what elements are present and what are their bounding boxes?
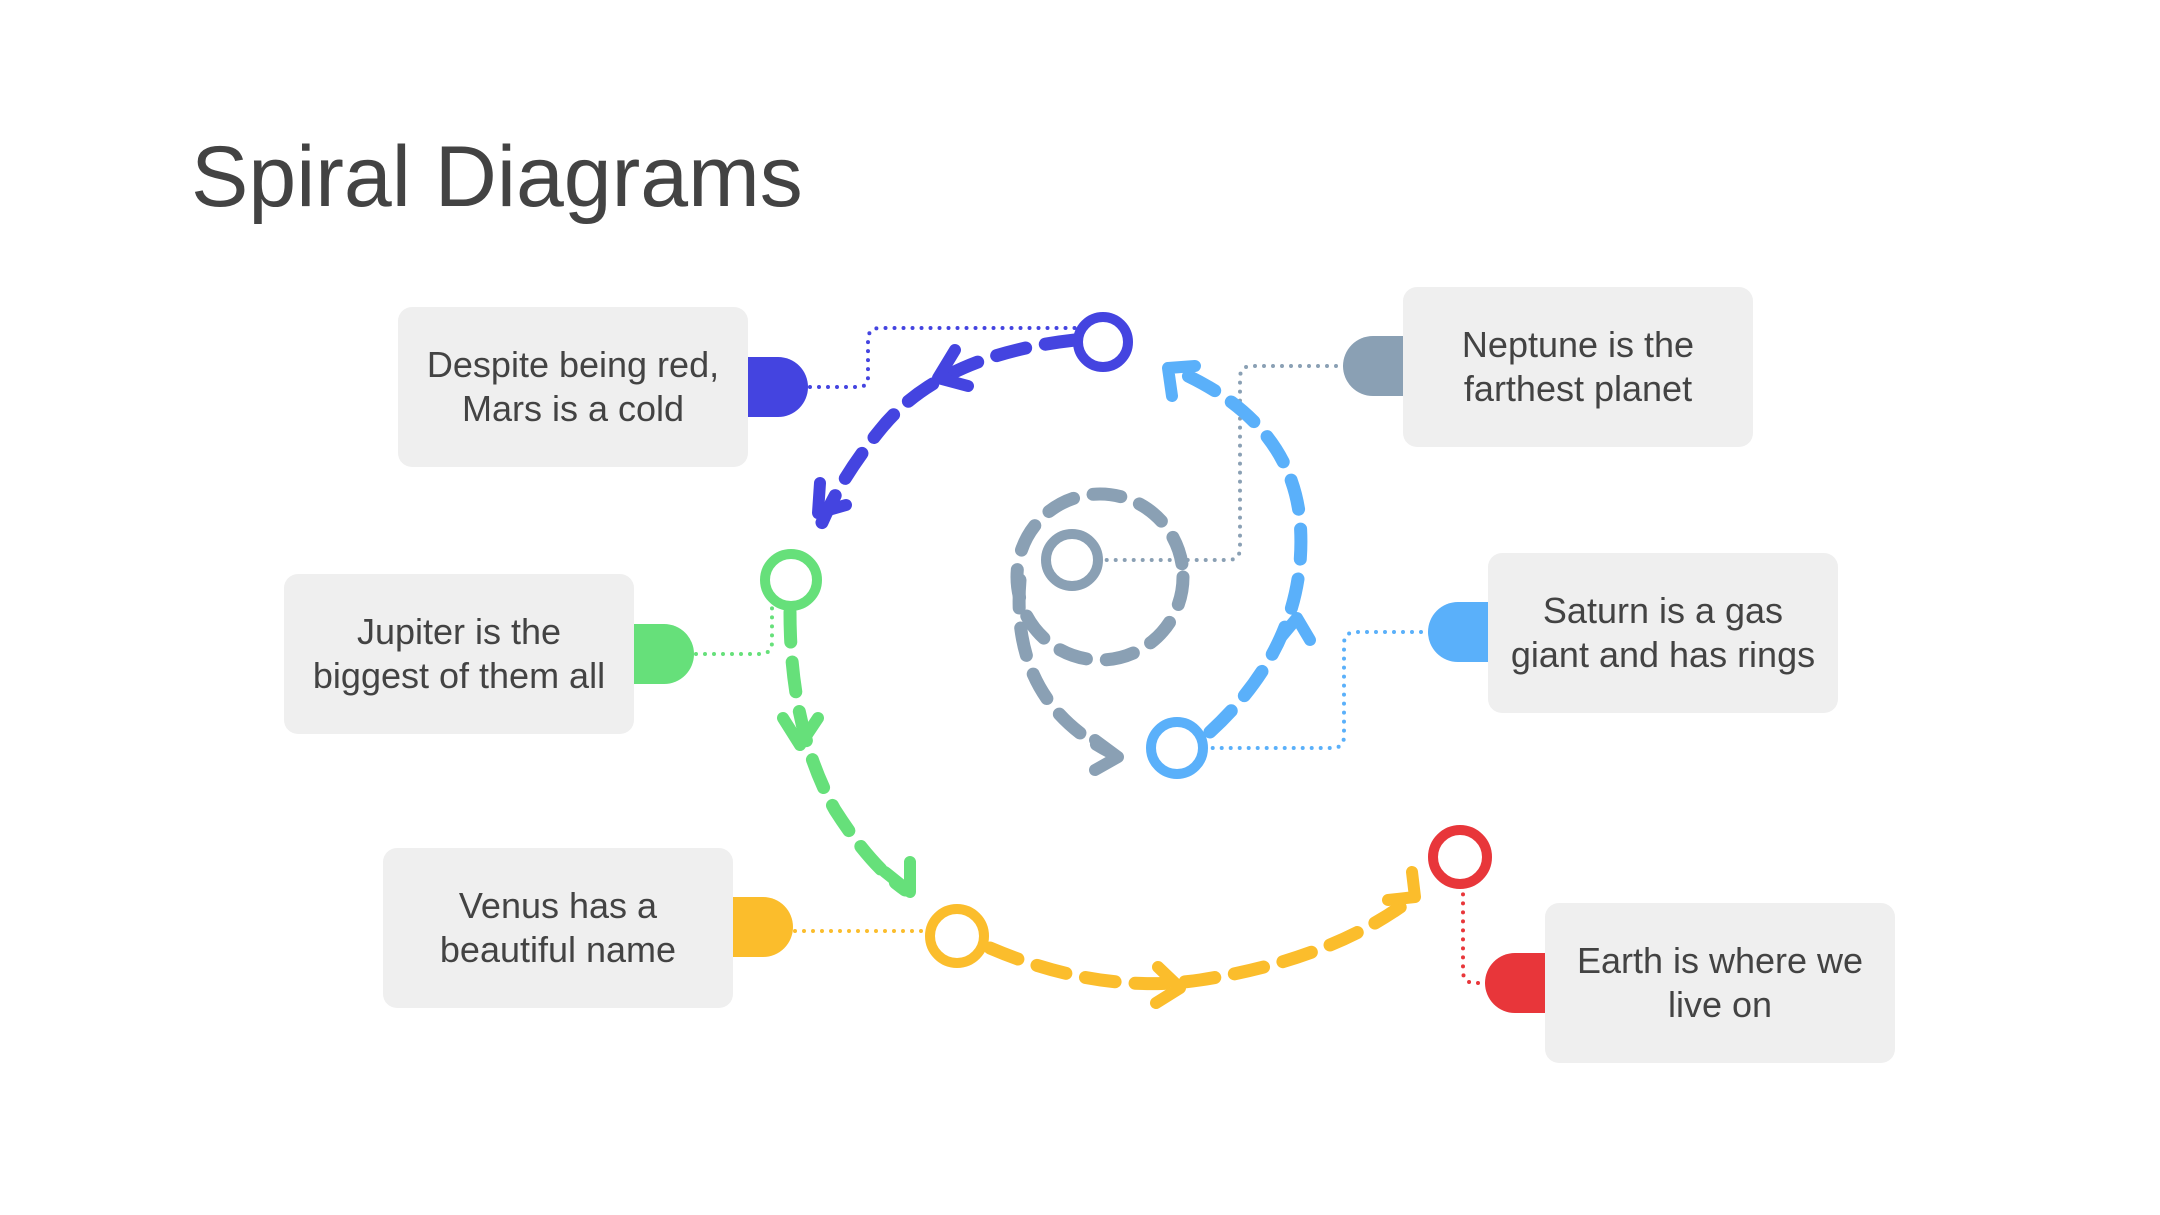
saturn-leader: [1203, 630, 1432, 750]
card-earth: Earth is where we live on: [1545, 903, 1895, 1063]
card-mars-text: Despite being red, Mars is a cold: [426, 344, 720, 429]
neptune-orbit-ring: [1010, 487, 1190, 667]
mars-leader: [808, 326, 1077, 389]
arrow-jupiter-lower: [879, 856, 916, 898]
arrow-jupiter-arc: [777, 712, 824, 751]
card-neptune-text: Neptune is the farthest planet: [1461, 324, 1695, 409]
mars-node: [1073, 312, 1133, 372]
card-jupiter: Jupiter is the biggest of them all: [284, 574, 634, 734]
arrow-neptune-arc: [1089, 734, 1124, 776]
saturn-tab: [1428, 602, 1488, 662]
card-mars: Despite being red, Mars is a cold: [398, 307, 748, 467]
jupiter-node: [760, 549, 822, 611]
page-title: Spiral Diagrams: [191, 129, 803, 225]
neptune-leader: [1103, 364, 1347, 562]
jupiter-to-venus-arc: [783, 605, 912, 897]
card-neptune: Neptune is the farthest planet: [1403, 287, 1753, 447]
saturn-node: [1146, 717, 1208, 779]
card-venus-text: Venus has a beautiful name: [439, 885, 677, 970]
jupiter-tab: [634, 624, 694, 684]
venus-node: [925, 904, 989, 968]
card-earth-text: Earth is where we live on: [1576, 940, 1864, 1025]
neptune-tab: [1343, 336, 1403, 396]
earth-tab: [1485, 953, 1545, 1013]
card-jupiter-text: Jupiter is the biggest of them all: [312, 611, 606, 696]
venus-tab: [733, 897, 793, 957]
arrow-saturn-arc: [1276, 612, 1316, 646]
neptune-to-saturn-arc: [1012, 573, 1117, 759]
venus-to-earth-arc: [983, 893, 1417, 991]
card-saturn: Saturn is a gas giant and has rings: [1488, 553, 1838, 713]
mars-to-jupiter-arc: [808, 333, 1082, 547]
arrow-mars-arc: [932, 344, 974, 392]
neptune-node: [1041, 529, 1103, 591]
card-saturn-text: Saturn is a gas giant and has rings: [1510, 590, 1816, 675]
mars-tab: [748, 357, 808, 417]
saturn-to-mars-arc: [1168, 363, 1308, 739]
card-venus: Venus has a beautiful name: [383, 848, 733, 1008]
arrow-saturn-upper: [1162, 360, 1201, 402]
jupiter-leader: [694, 606, 774, 656]
earth-node: [1428, 825, 1492, 889]
arrow-venus-arc: [1150, 961, 1186, 1009]
arrow-mars-lower: [812, 477, 852, 519]
earth-leader: [1461, 878, 1489, 985]
arrow-venus-upper: [1382, 866, 1421, 906]
